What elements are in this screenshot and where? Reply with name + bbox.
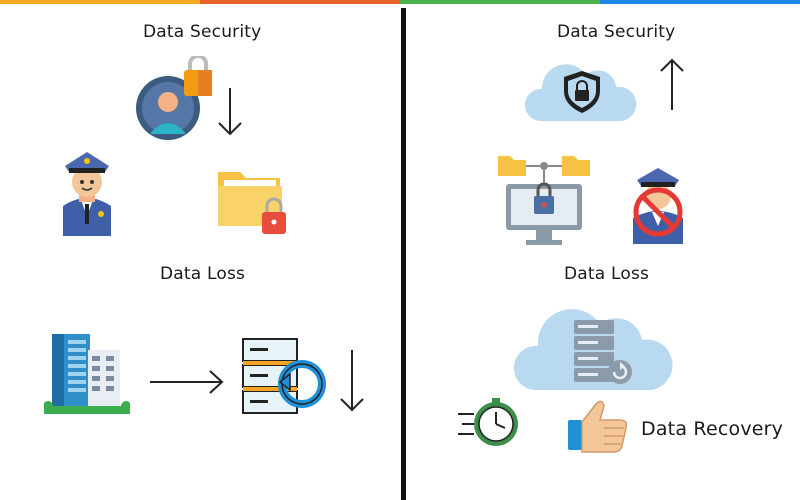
server-sync-icon [240,336,332,426]
network-folders-monitor-icon [494,150,594,248]
cloud-server-icon [512,304,678,394]
cloud-shield-icon [522,57,642,125]
data-recovery-label: Data Recovery [641,418,784,440]
accent-orange [0,0,200,4]
accent-green [400,0,600,4]
right-arrow-icon [148,369,226,395]
up-arrow-icon [658,56,686,112]
left-loss-title: Data Loss [160,264,246,284]
right-loss-title: Data Loss [564,264,650,284]
thumbs-up-icon [566,398,630,454]
building-icon [44,330,130,416]
police-officer-prohibited-icon [629,164,687,246]
down-arrow-icon [216,86,244,138]
panel-divider [401,8,406,500]
down-arrow-icon [338,348,366,414]
accent-blue [600,0,800,4]
fast-clock-icon [456,398,522,450]
right-security-title: Data Security [557,22,676,42]
police-officer-icon [57,146,117,238]
top-accent-bar [0,0,800,4]
user-lock-icon [136,56,216,146]
accent-red [200,0,400,4]
locked-folder-icon [216,166,290,238]
left-security-title: Data Security [143,22,262,42]
